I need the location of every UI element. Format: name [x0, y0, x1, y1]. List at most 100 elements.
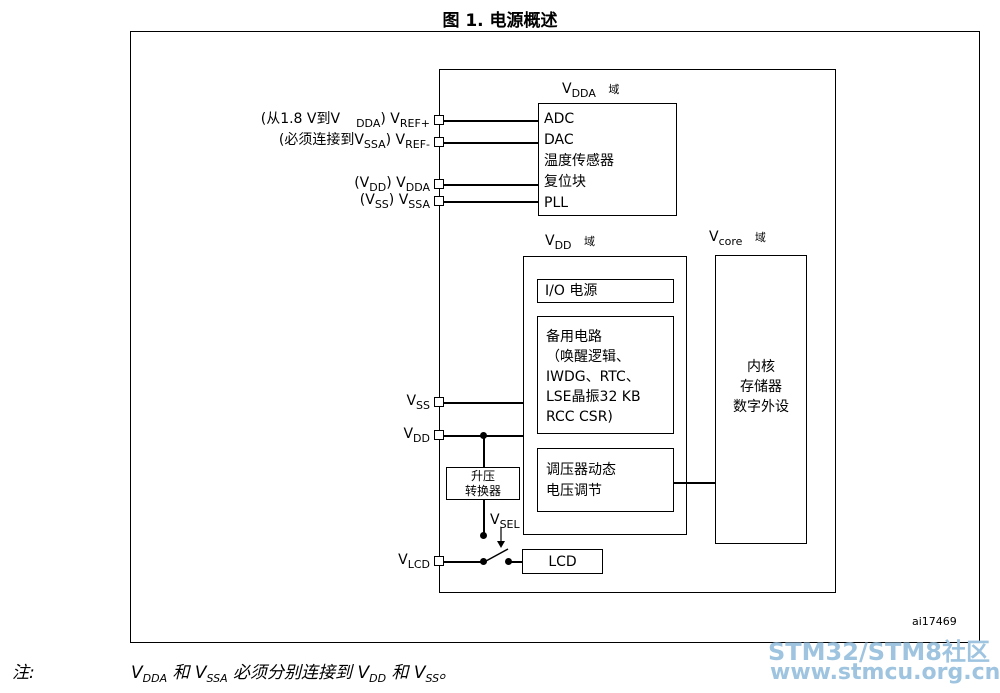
vss-pin: [434, 397, 444, 407]
vdd-domain-suffix: 域: [583, 235, 595, 248]
vdda-pin-sub: DDA: [405, 181, 430, 194]
boost-converter-box: [446, 467, 520, 500]
vcore-item-digital-peripherals: 数字外设: [733, 399, 789, 415]
vssa-pin-pre: (V: [359, 192, 375, 208]
note-part-5: 必须分别连接到 V: [227, 663, 370, 683]
vref-plus-label: (从1.8 V到V DDA) VREF+: [260, 110, 430, 130]
io-supply-label: I/O 电源: [545, 283, 598, 299]
vcore-domain-v: V: [709, 229, 719, 245]
vlcd-pin: [434, 556, 444, 566]
vdda-pin: [434, 179, 444, 189]
vdda-item-dac: DAC: [544, 132, 574, 148]
lcd-box: [522, 549, 603, 574]
vdda-domain-label: VDDA 域: [562, 80, 620, 100]
vdda-item-adc: ADC: [544, 111, 575, 127]
note-part-8: SS: [425, 672, 440, 685]
vref-plus-wire: [444, 120, 538, 122]
vdda-pin-mid: ) V: [386, 175, 406, 191]
vdda-domain-suffix: 域: [608, 83, 620, 96]
vdd-domain-box: [523, 256, 687, 535]
figure-title: 图 1. 电源概述: [442, 11, 558, 31]
vss-wire: [444, 402, 523, 404]
io-supply-box: [537, 279, 674, 303]
vdda-pin-label: (VDD) VDDA: [354, 174, 430, 194]
vss-pin-sub: SS: [416, 399, 430, 412]
vsel-v: V: [490, 512, 500, 528]
vdda-domain-items: ADC DAC 温度传感器 复位块 PLL: [544, 109, 614, 214]
note-text: VDDA 和 VSSA 必须分别连接到 VDD 和 VSS。: [131, 658, 456, 685]
vref-plus-note-post: ): [380, 111, 386, 127]
vdda-domain-box: [538, 103, 677, 216]
switch-to-lcd-wire: [509, 561, 522, 563]
regulator-text: 调压器动态 电压调节: [546, 460, 616, 502]
vref-plus-sub: REF+: [399, 117, 430, 130]
note-part-3: 和 V: [167, 663, 207, 683]
vssa-wire: [444, 201, 538, 203]
boost-line-1: 升压: [470, 469, 495, 483]
figure-id: ai17469: [912, 615, 957, 628]
regulator-box: [537, 448, 674, 512]
vcore-domain-label: Vcore 域: [709, 228, 766, 248]
boost-to-switch-wire: [483, 500, 485, 535]
backup-circuit-box: [537, 316, 674, 434]
backup-line-1: 备用电路: [546, 329, 602, 345]
vlcd-pin-sub: LCD: [407, 558, 430, 571]
vref-minus-v: V: [395, 132, 406, 148]
vdd-domain-v: V: [545, 233, 555, 249]
vdda-domain-sub: DDA: [571, 87, 596, 100]
vdd-junction-dot: [480, 432, 487, 439]
watermark-line-1: STM32/STM8社区: [768, 638, 990, 666]
vssa-pin: [434, 196, 444, 206]
vref-plus-v: V: [390, 111, 400, 127]
chip-outline: [439, 69, 836, 593]
vlcd-wire: [444, 561, 484, 563]
vlcd-switch-dot: [480, 558, 487, 565]
vref-plus-note-sub: DDA: [356, 117, 381, 130]
vdda-domain-v: V: [562, 81, 572, 97]
vssa-pin-mid: ) V: [388, 192, 409, 208]
vref-minus-pin: [434, 137, 444, 147]
vdd-domain-label: VDD 域: [545, 232, 595, 252]
vref-minus-note-post: ): [385, 132, 392, 148]
backup-line-3: IWDG、RTC、: [546, 369, 640, 385]
note-part-7: 和 V: [386, 663, 426, 683]
regulator-to-vcore-wire: [674, 482, 715, 484]
vcore-item-memory: 存储器: [740, 379, 782, 395]
boost-converter-text: 升压 转换器: [446, 469, 520, 499]
vdda-wire: [444, 184, 538, 186]
vdda-pin-pre: (V: [354, 175, 370, 191]
vref-minus-note-pre: (必须连接到V: [278, 132, 364, 148]
vref-plus-note-pre: (从1.8 V到V: [260, 111, 341, 127]
vref-minus-label: (必须连接到VSSA) VREF-: [278, 131, 430, 151]
note-part-2: DDA: [142, 672, 168, 685]
vlcd-pin-label: VLCD: [398, 551, 430, 571]
vref-minus-note-sub: SSA: [363, 138, 386, 151]
vcore-item-core: 内核: [747, 359, 775, 375]
watermark-line-2: www.stmcu.org.cn: [770, 660, 1000, 685]
regulator-line-1: 调压器动态: [546, 462, 616, 478]
vref-plus-pin: [434, 115, 444, 125]
boost-line-2: 转换器: [464, 484, 501, 498]
vref-minus-wire: [444, 142, 538, 144]
vdd-pin-sub: DD: [413, 432, 430, 445]
lcd-switch-dot: [505, 558, 512, 565]
vdd-pin: [434, 430, 444, 440]
backup-line-5: RCC CSR): [546, 409, 613, 425]
note-part-1: V: [131, 663, 143, 683]
vdda-item-reset: 复位块: [544, 174, 586, 190]
note-part-4: SSA: [206, 672, 228, 685]
vsel-arrow: [497, 527, 505, 548]
vdd-pin-label: VDD: [403, 425, 430, 445]
vdd-domain-sub: DD: [554, 239, 572, 252]
vcore-domain-box: [715, 255, 807, 544]
lcd-label: LCD: [548, 554, 577, 570]
vlcd-pin-v: V: [398, 552, 408, 568]
vsel-sub: SEL: [499, 518, 520, 531]
vdd-to-boost-wire: [483, 436, 485, 467]
figure-frame: [130, 31, 980, 643]
vdda-item-pll: PLL: [544, 195, 569, 211]
vref-minus-sub: REF-: [405, 138, 430, 151]
note-label: 注:: [12, 663, 35, 683]
vssa-pin-sub: SSA: [408, 198, 430, 211]
regulator-line-2: 电压调节: [546, 483, 602, 499]
